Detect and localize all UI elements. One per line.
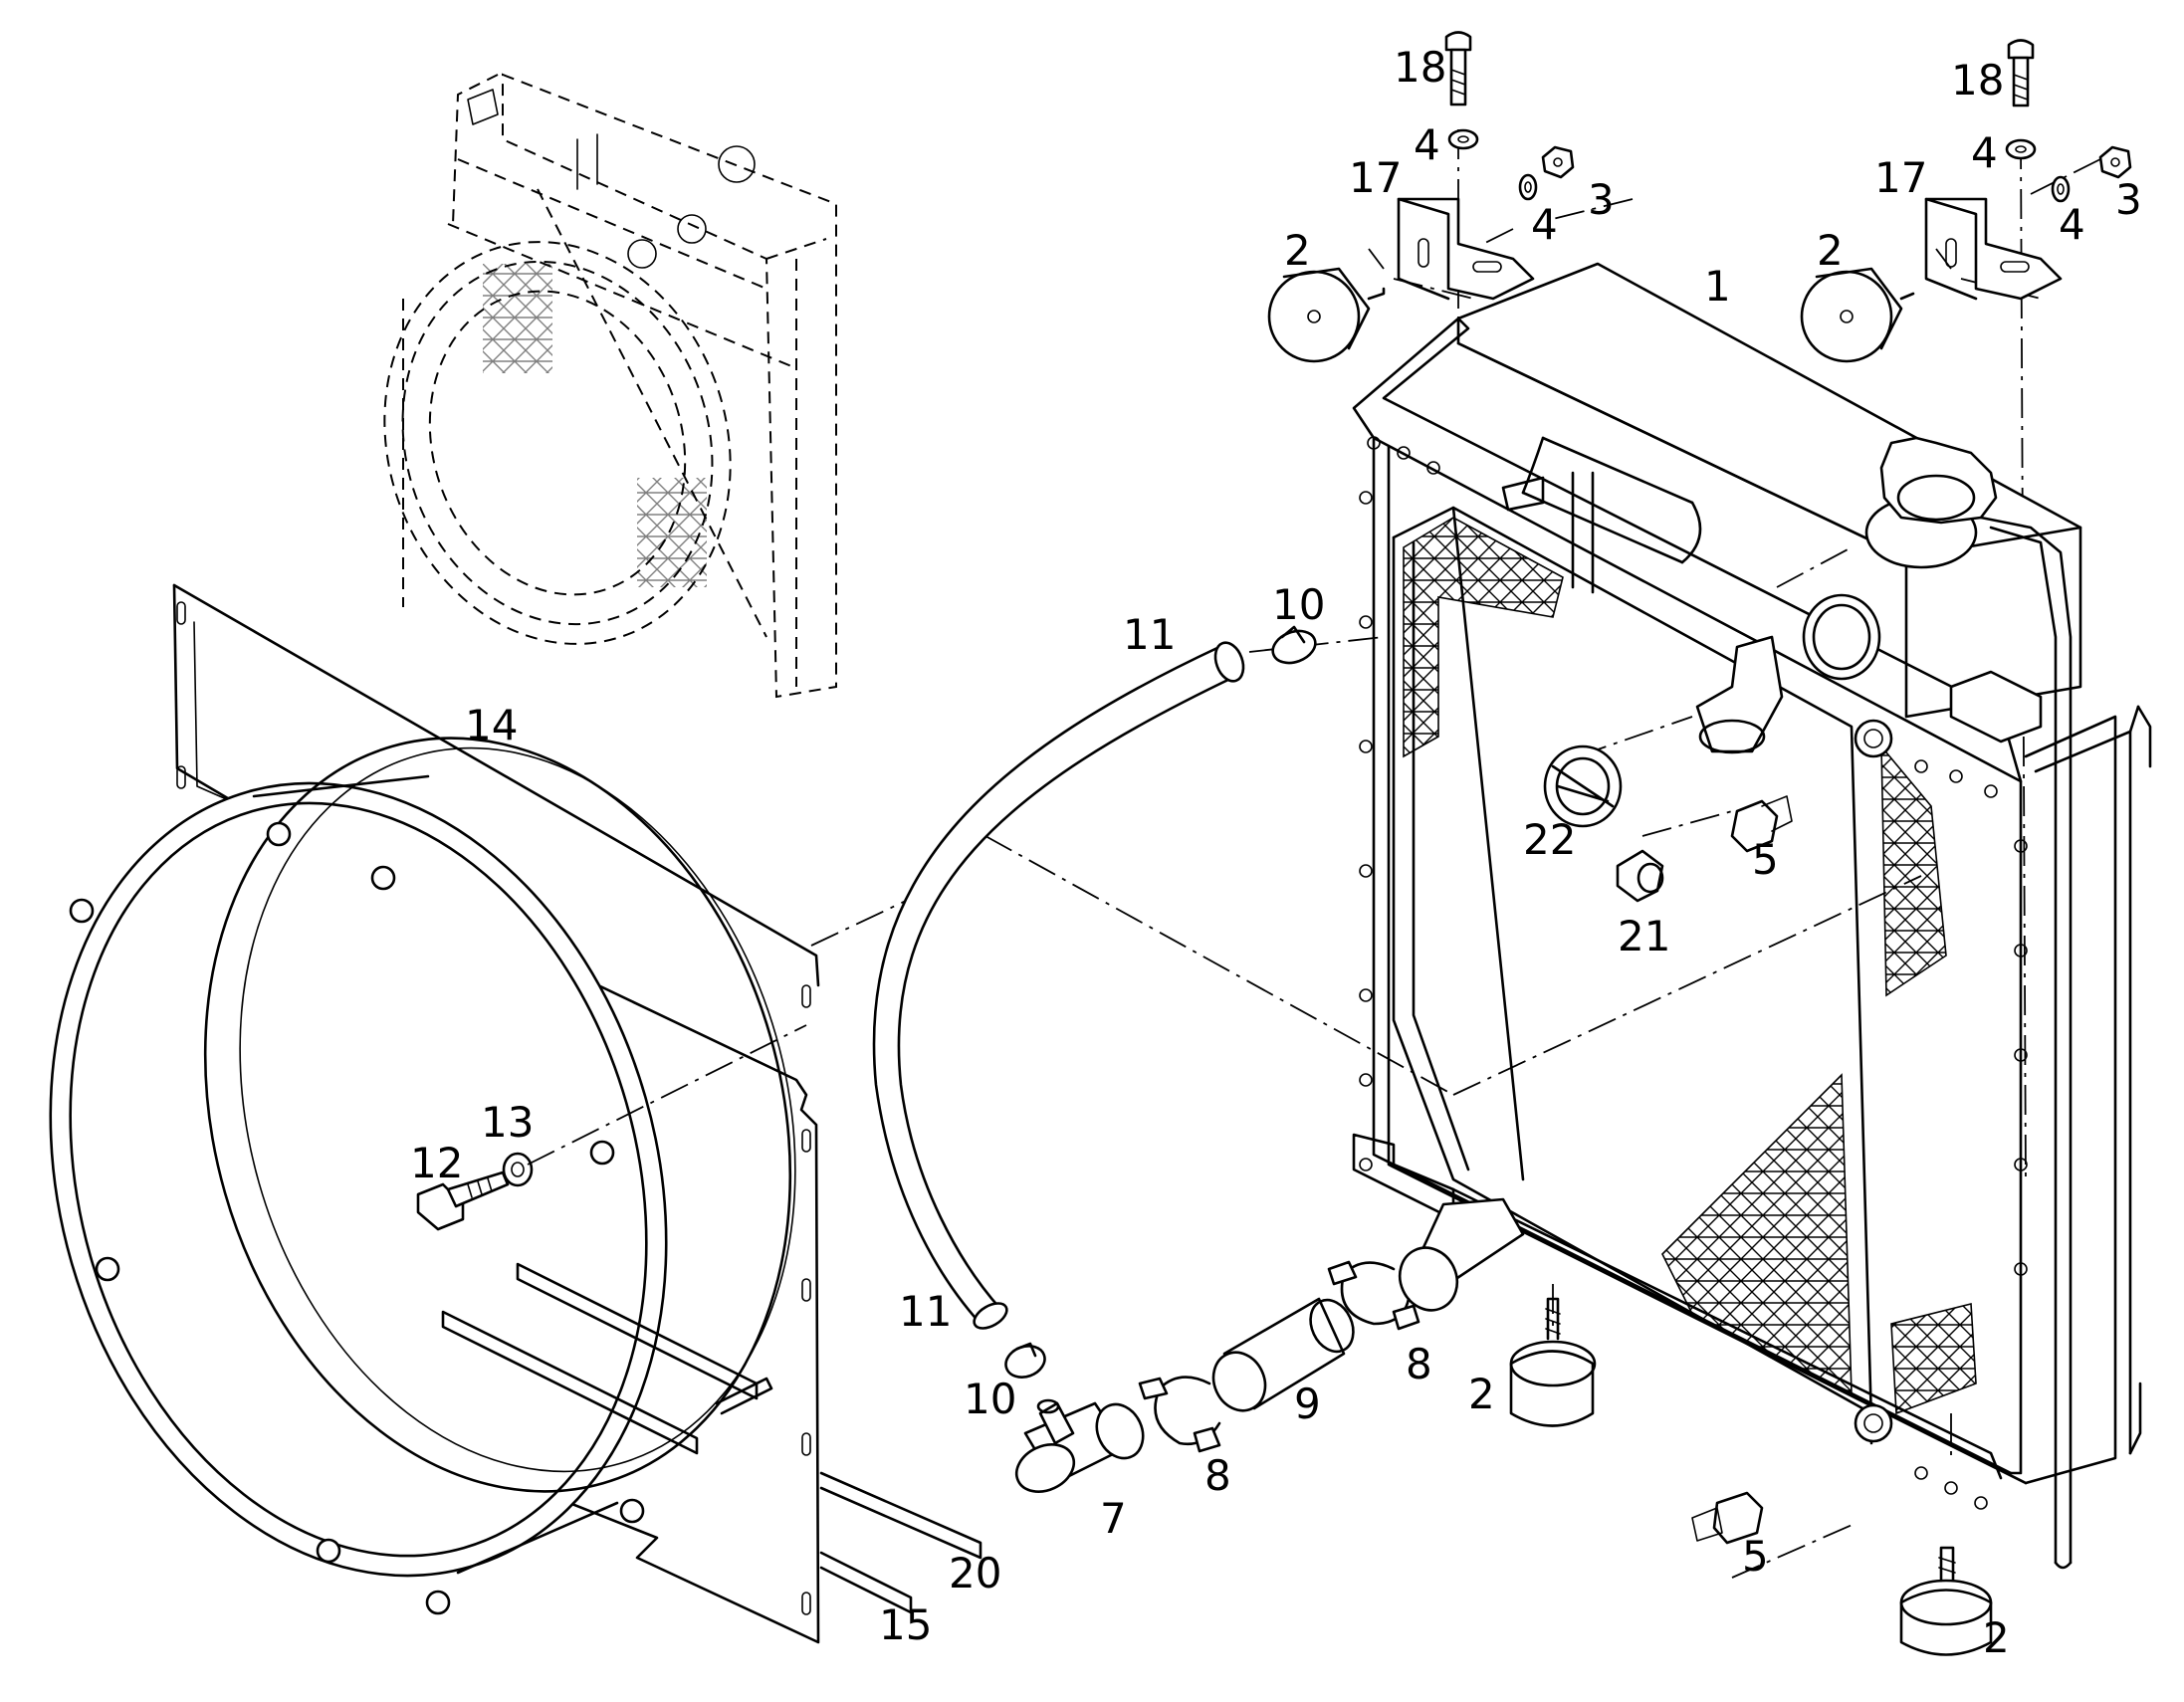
ring-bolts — [69, 821, 645, 1615]
mount-2-top-right — [1800, 267, 1915, 363]
label-15: 15 — [879, 1600, 932, 1649]
part-labels: 1 2 2 2 2 3 3 4 4 4 4 5 5 7 8 8 9 10 10 … — [410, 43, 2142, 1662]
radiator — [1352, 262, 2152, 1570]
label-4: 4 — [1531, 200, 1558, 249]
fan-shroud — [49, 583, 820, 1644]
label-7: 7 — [1100, 1494, 1127, 1543]
label-4: 4 — [2059, 200, 2085, 249]
label-2: 2 — [1983, 1613, 2010, 1662]
label-17: 17 — [1874, 153, 1927, 202]
label-10: 10 — [1272, 580, 1325, 629]
mount-2-bottom-left — [1509, 1297, 1597, 1427]
washer-4-side-left — [1518, 173, 1538, 201]
washer-4-top-right — [2005, 138, 2037, 160]
washer-4-top-left — [1447, 128, 1479, 150]
nut-3-left — [1541, 145, 1575, 179]
plug-21 — [1616, 849, 1664, 903]
label-3: 3 — [2115, 175, 2142, 224]
label-17: 17 — [1349, 153, 1402, 202]
strip-20 — [819, 1471, 983, 1560]
fitting-5-lower — [1691, 1491, 1764, 1545]
label-11: 11 — [1123, 610, 1176, 659]
bracket-17-left — [1397, 197, 1535, 301]
strip-15 — [819, 1551, 913, 1614]
clamp-8-right — [1327, 1260, 1420, 1331]
clamp-8-left — [1138, 1376, 1221, 1453]
washer-13 — [502, 1152, 534, 1187]
shroud-slots — [176, 601, 811, 1615]
label-4: 4 — [1414, 120, 1440, 169]
assembled-view-phantom — [383, 73, 837, 699]
label-10: 10 — [964, 1375, 1016, 1423]
clamp-10-upper — [1271, 625, 1317, 665]
tee-7 — [1014, 1398, 1145, 1493]
clamp-10-lower — [1004, 1342, 1046, 1379]
cap-22 — [1543, 745, 1623, 828]
mount-2-top-left — [1267, 267, 1386, 363]
label-11: 11 — [899, 1287, 952, 1336]
mount-2-bottom-right — [1899, 1546, 1993, 1656]
label-5: 5 — [1752, 835, 1779, 884]
label-9: 9 — [1294, 1380, 1321, 1428]
label-8: 8 — [1406, 1340, 1432, 1388]
label-18: 18 — [1394, 43, 1446, 92]
label-2: 2 — [1284, 226, 1311, 275]
label-22: 22 — [1523, 815, 1576, 864]
label-13: 13 — [481, 1098, 534, 1147]
label-8: 8 — [1204, 1451, 1231, 1500]
radiator-bolt-holes — [1359, 436, 2028, 1510]
label-5: 5 — [1742, 1532, 1769, 1581]
bolt-18-right — [2007, 39, 2035, 107]
washer-4-side-right — [2051, 175, 2071, 203]
label-14: 14 — [465, 701, 518, 749]
label-12: 12 — [410, 1139, 463, 1187]
label-2: 2 — [1817, 226, 1844, 275]
nut-3-right — [2098, 145, 2132, 179]
label-20: 20 — [949, 1549, 1001, 1597]
hose-9 — [1211, 1297, 1355, 1412]
label-2: 2 — [1468, 1370, 1495, 1418]
fitting-5-upper — [1730, 795, 1793, 853]
label-4: 4 — [1971, 128, 1998, 177]
bolt-12 — [416, 1170, 510, 1231]
label-18: 18 — [1951, 56, 2004, 105]
label-1: 1 — [1704, 262, 1731, 311]
bracket-17-right — [1924, 197, 2063, 301]
bolt-18-left — [1444, 31, 1472, 106]
hose-11 — [872, 641, 1245, 1330]
label-21: 21 — [1618, 912, 1670, 960]
label-3: 3 — [1588, 175, 1615, 224]
